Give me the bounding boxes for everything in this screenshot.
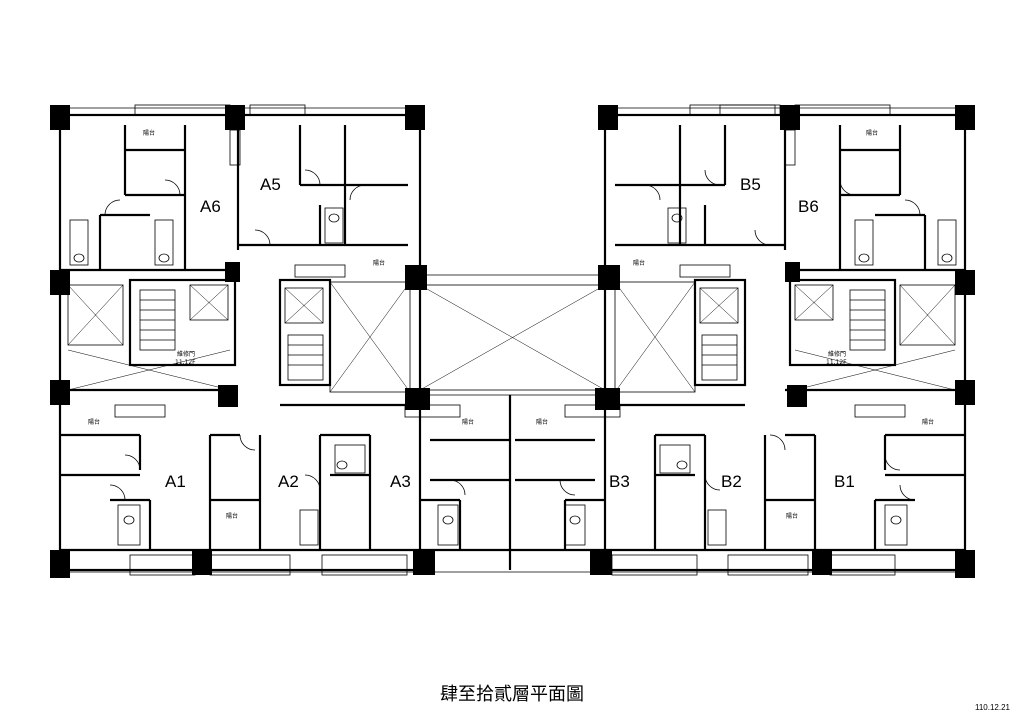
balcony-label: 陽台: [373, 259, 385, 267]
balcony-label: 陽台: [786, 512, 798, 520]
unit-label-a2: A2: [278, 472, 299, 491]
floor-plan-title: 肆至拾貳層平面圖: [440, 684, 584, 705]
unit-label-a3: A3: [390, 472, 411, 491]
balcony-label: 陽台: [226, 512, 238, 520]
balcony-label: 陽台: [922, 418, 934, 426]
balcony-label: 陽台: [462, 418, 474, 426]
unit-label-b5: B5: [740, 175, 761, 194]
balcony-labels: 陽台 陽台 陽台 陽台 陽台 陽台 陽台 陽台 陽台 陽台: [88, 129, 934, 520]
balcony-label: 陽台: [88, 418, 100, 426]
maintenance-labels: 維修門 11,12F 維修門 11,12F: [175, 350, 847, 366]
maintenance-door-label: 維修門: [828, 350, 846, 358]
central-voids: [67, 274, 956, 396]
balcony-label: 陽台: [633, 259, 645, 267]
unit-label-a1: A1: [165, 472, 186, 491]
maintenance-door-label: 維修門: [177, 350, 195, 358]
unit-label-a5: A5: [260, 175, 281, 194]
building-b-walls: [508, 113, 967, 572]
columns: [50, 105, 975, 578]
bathroom-fixtures: [69, 129, 957, 546]
facade-lines: [50, 104, 975, 576]
maintenance-floors-label: 11,12F: [175, 359, 196, 366]
unit-label-b2: B2: [721, 472, 742, 491]
balcony-label: 陽台: [143, 129, 155, 137]
maintenance-floors-label: 11,12F: [826, 359, 847, 366]
plan-date: 110.12.21: [975, 703, 1010, 712]
door-swings: [104, 169, 921, 501]
balcony-label: 陽台: [866, 129, 878, 137]
unit-label-b3: B3: [609, 472, 630, 491]
unit-label-b6: B6: [798, 197, 819, 216]
balcony-label: 陽台: [536, 418, 548, 426]
building-a-walls: [58, 113, 510, 572]
unit-labels: A6 A5 B5 B6 A1 A2 A3 B3 B2 B1: [165, 175, 855, 491]
unit-label-b1: B1: [834, 472, 855, 491]
unit-label-a6: A6: [200, 197, 221, 216]
